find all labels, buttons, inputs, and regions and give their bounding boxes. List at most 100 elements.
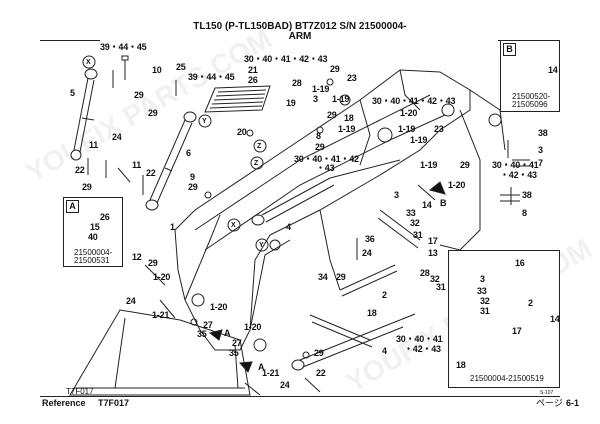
callout: 4 (286, 222, 291, 232)
header-rule-left (40, 40, 100, 41)
callout: 29 (314, 348, 324, 358)
callout: 1-19 (410, 135, 428, 145)
diagram-title: TL150 (P-TL150BAD) BT7Z012 S/N 21500004- (193, 21, 407, 32)
callout: 14 (548, 65, 558, 75)
callout: 3 (394, 190, 399, 200)
callout: 22 (75, 165, 85, 175)
ref-circle-x2 (227, 218, 241, 232)
callout: 2 (528, 298, 533, 308)
drawing-code: T7F017 (66, 387, 94, 396)
inset-a-serial: 21500004- (74, 248, 113, 257)
callout: 1 (170, 222, 175, 232)
ref-circle-y (198, 114, 212, 128)
inset-b-serial: 21505096 (512, 100, 548, 109)
callout: 3 (538, 145, 543, 155)
callout: 7 (538, 158, 543, 168)
callout: 31 (480, 306, 490, 316)
callout: ・43 (316, 163, 335, 173)
callout: B (440, 198, 447, 208)
diagram-subtitle: ARM (288, 31, 312, 42)
callout: 1-21 (262, 368, 280, 378)
inset-c-serial: 21500004-21500519 (470, 374, 544, 383)
callout: 30・40・41・42 (294, 154, 359, 164)
callout: 29 (134, 90, 144, 100)
callout: 14 (422, 200, 432, 210)
callout: 31 (413, 230, 423, 240)
ref-circle-y2 (255, 238, 269, 252)
callout: ・42・43 (500, 170, 537, 180)
callout: 30・40・41・42・43 (244, 54, 328, 64)
callout: 31 (436, 282, 446, 292)
callout: 30・40・41・42・43 (372, 96, 456, 106)
callout: 40 (88, 232, 98, 242)
callout: 32 (410, 218, 420, 228)
callout: 22 (316, 368, 326, 378)
callout: 29 (327, 110, 337, 120)
callout: A (258, 362, 265, 372)
callout: 14 (550, 314, 560, 324)
callout: 8 (316, 131, 321, 141)
callout: 17 (428, 236, 438, 246)
callout: 1-20 (400, 108, 418, 118)
hardware-shapes (87, 55, 512, 396)
callout: 1-19 (398, 124, 416, 134)
ref-circle-z (253, 139, 267, 153)
callout: 1-19 (312, 84, 330, 94)
callout: 22 (146, 168, 156, 178)
callout: 1-19 (332, 94, 350, 104)
callout: Z (254, 160, 259, 167)
callout: 3 (480, 274, 485, 284)
callout: 4 (382, 346, 387, 356)
callout: 33 (406, 208, 416, 218)
callout: 13 (428, 248, 438, 258)
mid-cylinder-shape (145, 111, 197, 211)
inset-b-box: B (500, 40, 560, 112)
callout: 11 (89, 140, 99, 150)
arrow-b-shape (428, 181, 446, 195)
callout: 39・44・45 (100, 42, 147, 52)
callout: 33 (477, 286, 487, 296)
callout: 1-21 (152, 310, 170, 320)
step-plate-shape (204, 85, 271, 113)
linkage-shape (309, 209, 421, 348)
callout: 27 (232, 338, 242, 348)
callout: 3 (313, 94, 318, 104)
reference-code: T7F017 (98, 398, 130, 408)
callout: 28 (292, 78, 302, 88)
callout: 25 (176, 62, 186, 72)
callout: X (231, 222, 236, 229)
small-page-code: S-107 (540, 390, 554, 396)
callout: 10 (152, 65, 162, 75)
callout: 1-20 (153, 272, 171, 282)
callout: 5 (70, 88, 75, 98)
page-label: ページ (536, 398, 563, 408)
callout: 29 (188, 182, 198, 192)
callout: 26 (248, 75, 258, 85)
callout: Y (259, 242, 264, 249)
callout: 2 (382, 290, 387, 300)
callout: 24 (112, 132, 122, 142)
callout: 8 (522, 208, 527, 218)
inset-c-box (448, 250, 560, 388)
callout: 6 (186, 148, 191, 158)
callout: A (224, 328, 231, 338)
arrow-a-shape (208, 329, 223, 341)
arm-cylinder-upper-shape (251, 159, 401, 226)
callout: 20 (237, 127, 247, 137)
callout: 1-19 (420, 160, 438, 170)
callout: 18 (367, 308, 377, 318)
arrow-a2-shape (238, 361, 253, 373)
callout: 28 (420, 268, 430, 278)
callout: 32 (480, 296, 490, 306)
callout: 30・40・41 (396, 334, 443, 344)
inset-a-box: A (63, 197, 123, 267)
callout: X (86, 59, 91, 66)
bucket-shape (69, 309, 251, 396)
callout: Z (257, 143, 262, 150)
callout: 17 (512, 326, 522, 336)
callout: ・42・43 (404, 344, 441, 354)
callout: 35 (197, 329, 207, 339)
callout: 1-20 (244, 322, 262, 332)
inset-b-serial: 21500520- (512, 92, 551, 101)
